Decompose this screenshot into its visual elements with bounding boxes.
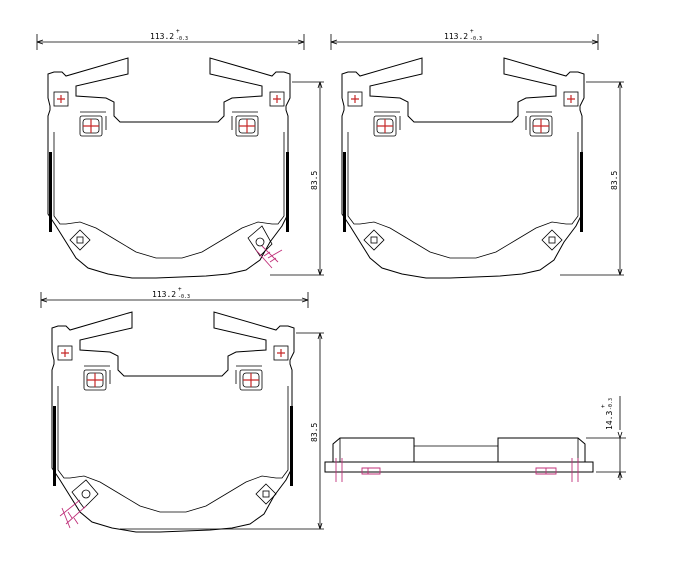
wear-sensor-right: [247, 225, 283, 269]
view-top-left: 113.2 + -0.3 83.5: [36, 28, 324, 279]
dim-height-label-2: 83.5: [610, 171, 619, 190]
view-bottom-left: 113.2 + -0.3 83.5: [40, 286, 324, 533]
dim-width-tol-lower-3: -0.3: [178, 294, 190, 300]
dim-thickness-tol-upper: +: [600, 404, 607, 408]
dim-width-tol-lower-2: -0.3: [470, 36, 482, 42]
dim-height-label: 83.5: [310, 171, 319, 190]
dim-width-label-3: 113.2: [152, 290, 176, 299]
view-side: 14.3 + -0.3: [324, 396, 626, 482]
dim-width-label-2: 113.2: [444, 32, 468, 41]
dim-thickness-label: 14.3: [605, 411, 614, 430]
dim-thickness-tol-lower: -0.3: [608, 398, 614, 410]
dim-width-label: 113.2: [150, 32, 174, 41]
dim-width-tol-upper-2: +: [470, 28, 474, 35]
view-top-right: 113.2 + -0.3 83.5: [330, 28, 624, 279]
wear-sensor-left: [59, 479, 99, 529]
dim-width-tol-upper: +: [176, 28, 180, 35]
dim-width-tol-upper-3: +: [178, 286, 182, 293]
dim-height-label-3: 83.5: [310, 423, 319, 442]
dim-width-tol-lower: -0.3: [176, 36, 188, 42]
